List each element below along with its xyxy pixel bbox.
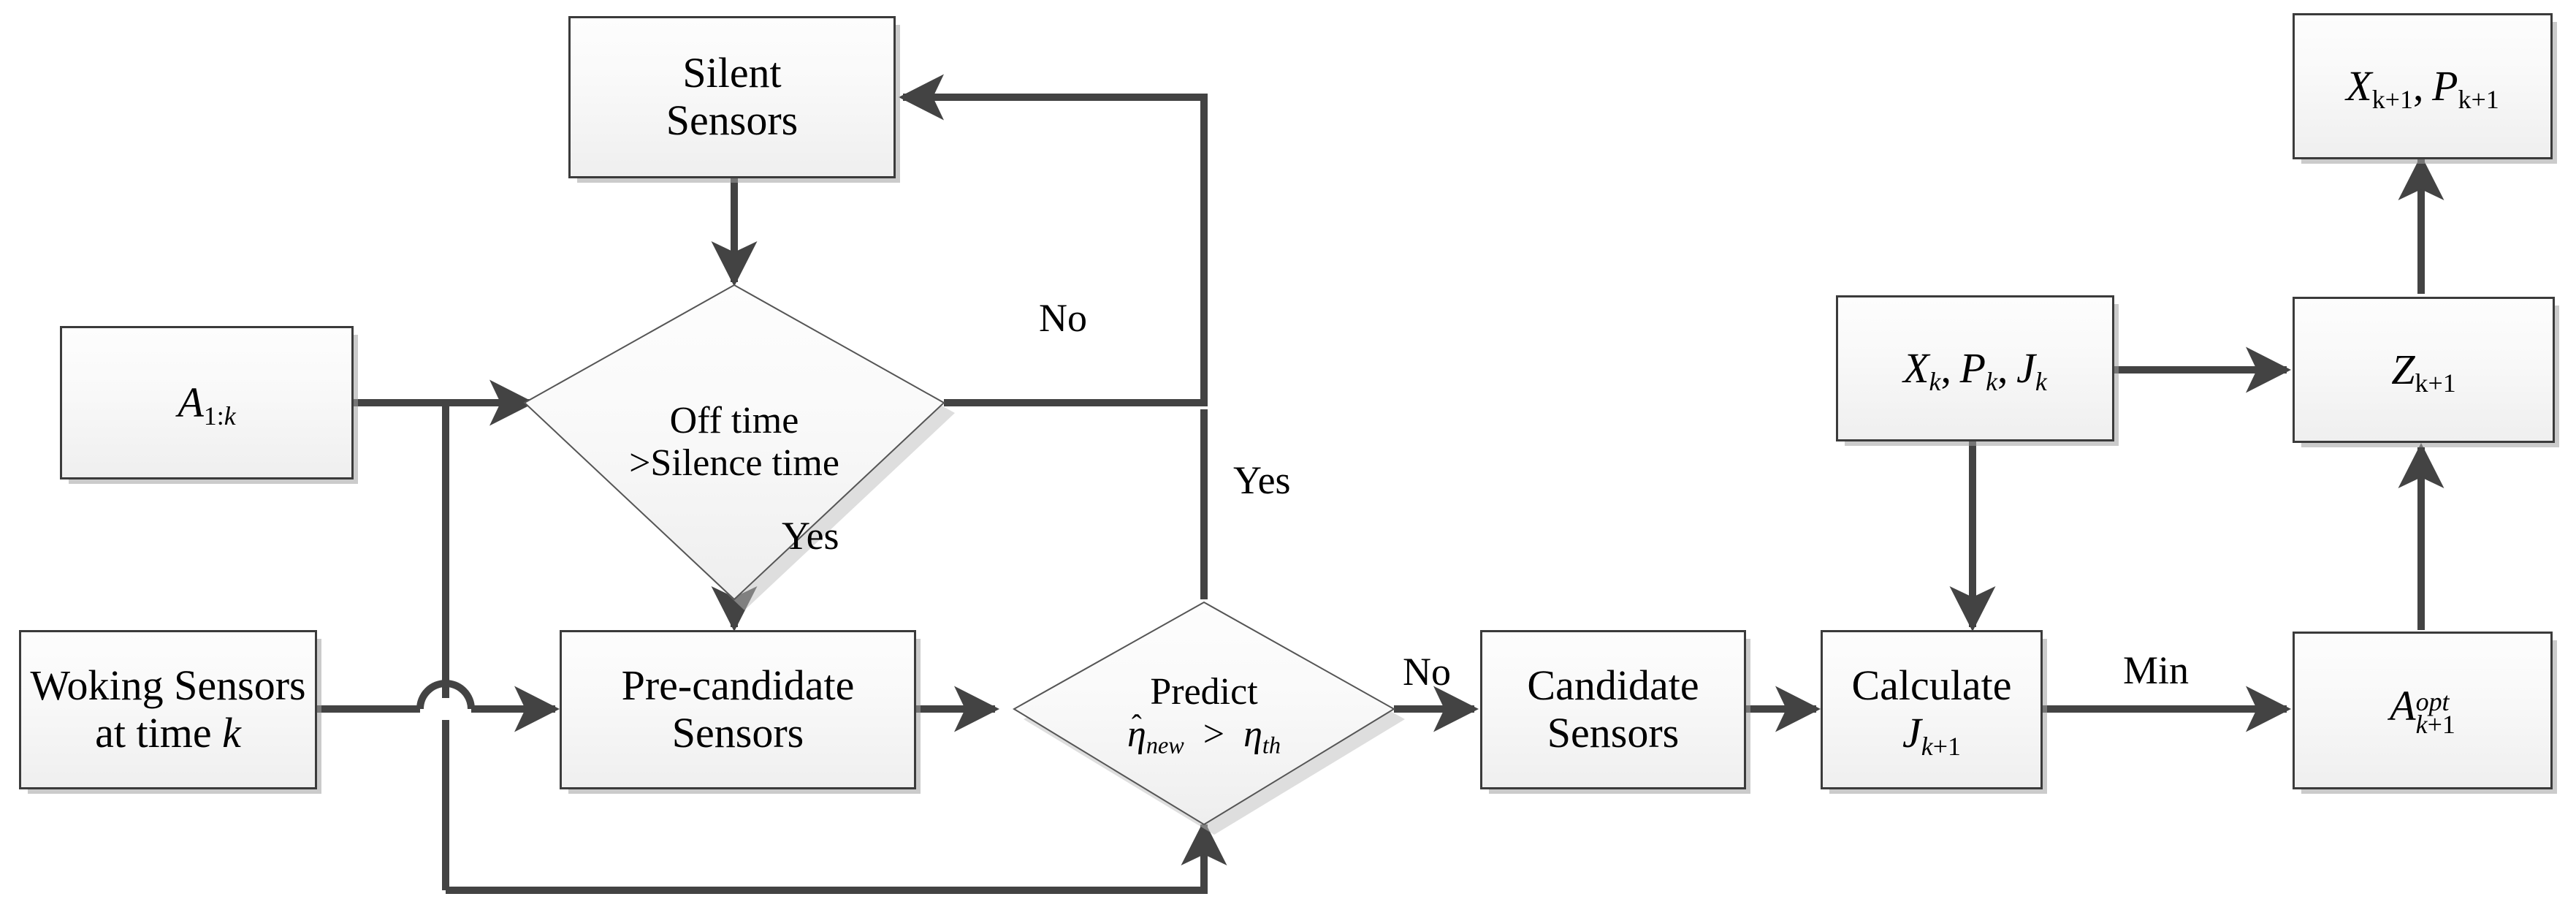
edge-label-offtime-no: No — [1039, 296, 1087, 340]
woking-sensors-label: Woking Sensors at time k — [30, 661, 306, 757]
silent-sensors-label: Silent Sensors — [666, 49, 799, 144]
node-a-1k[interactable]: A1:k — [60, 326, 354, 479]
edge-label-offtime-yes: Yes — [782, 514, 839, 558]
edge-wire-hop — [416, 680, 475, 710]
edge-offtime-no — [898, 74, 1208, 406]
node-silent-sensors[interactable]: Silent Sensors — [568, 16, 896, 178]
node-woking-sensors[interactable]: Woking Sensors at time k — [19, 630, 317, 789]
edge-bottom-feedback — [446, 819, 1227, 894]
node-z-k1[interactable]: Zk+1 — [2293, 297, 2555, 443]
node-candidate-sensors[interactable]: Candidate Sensors — [1480, 630, 1746, 789]
a-1k-label: A1:k — [178, 378, 236, 431]
node-calculate-j[interactable]: Calculate Jk+1 — [1821, 630, 2043, 789]
node-x-p-k1[interactable]: Xk+1, Pk+1 — [2293, 13, 2553, 159]
x-p-k1-label: Xk+1, Pk+1 — [2346, 61, 2499, 114]
calculate-j-label: Calculate Jk+1 — [1851, 661, 2012, 761]
decision-shapes — [523, 284, 1405, 835]
off-time-label: Off time >Silence time — [629, 399, 839, 484]
predict-label: Predict ̂ηnew > ηth — [1127, 670, 1281, 759]
offtime-diamond — [523, 284, 945, 601]
predict-diamond — [1013, 601, 1395, 826]
x-p-j-k-label: Xk, Pk, Jk — [1903, 344, 2047, 396]
node-predict-decision[interactable]: Predict ̂ηnew > ηth — [1014, 602, 1394, 824]
node-off-time-decision[interactable]: Off time >Silence time — [525, 285, 944, 599]
pre-candidate-label: Pre-candidate Sensors — [621, 661, 855, 757]
node-x-p-j-k[interactable]: Xk, Pk, Jk — [1836, 295, 2114, 441]
edge-label-predict-no: No — [1403, 650, 1451, 694]
candidate-sensors-label: Candidate Sensors — [1527, 661, 1699, 757]
z-k1-label: Zk+1 — [2391, 345, 2456, 398]
edge-label-calculate-min: Min — [2123, 648, 2190, 692]
edge-label-predict-yes: Yes — [1233, 458, 1291, 502]
node-pre-candidate-sensors[interactable]: Pre-candidate Sensors — [560, 630, 916, 789]
